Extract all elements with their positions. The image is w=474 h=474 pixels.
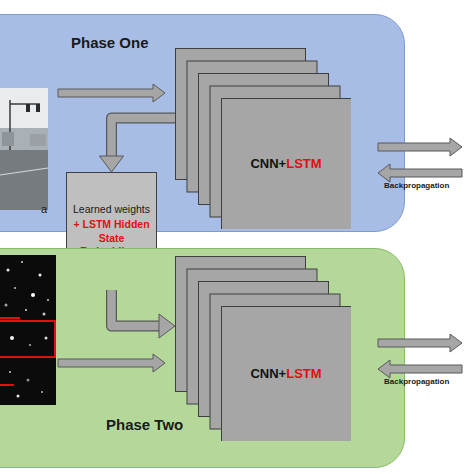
image-caption-fragment: a	[41, 203, 47, 215]
stack-label: CNN+LSTM	[221, 98, 351, 229]
model-name: LSTM	[286, 156, 321, 171]
panel-title: Phase One	[71, 34, 149, 51]
model-stack: CNN+LSTM	[175, 256, 351, 441]
model-stack: CNN+LSTM	[175, 48, 351, 229]
layer-sheet	[222, 99, 352, 230]
model-name: LSTM	[286, 366, 321, 381]
panel-title: Phase Two	[106, 416, 183, 433]
backprop-label: Backpropagation	[384, 181, 449, 190]
phase-panel: Phase OneCNN+LSTM	[0, 14, 405, 232]
model-name: CNN+	[250, 366, 286, 381]
stack-label: CNN+LSTM	[221, 306, 351, 441]
model-name: CNN+	[250, 156, 286, 171]
backprop-label: Backpropagation	[384, 377, 449, 386]
layer-sheet	[222, 307, 352, 442]
stacked-layers	[175, 48, 351, 229]
box-heading: Learned weights	[73, 203, 150, 217]
phase-panel: Phase Two CNN+LSTM	[0, 248, 405, 468]
stacked-layers	[175, 256, 351, 441]
